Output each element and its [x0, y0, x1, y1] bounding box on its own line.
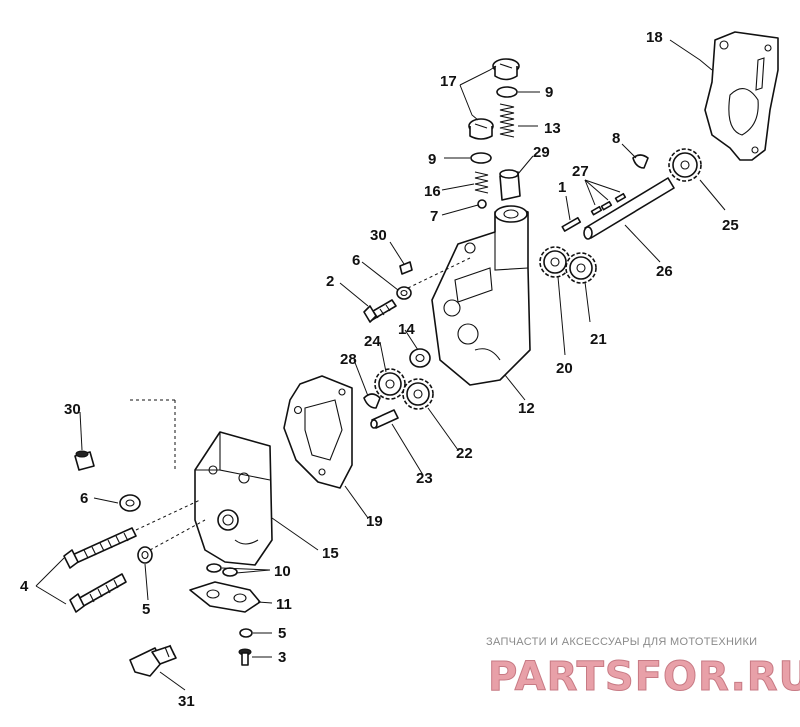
callout-4: 4	[20, 578, 29, 595]
part-orings-10	[206, 563, 238, 577]
callout-28: 28	[340, 351, 357, 368]
part-pins-27	[590, 192, 627, 216]
part-gear-25	[668, 148, 702, 182]
callout-27: 27	[572, 163, 589, 180]
callout-12: 12	[518, 400, 535, 417]
part-ball-7	[477, 199, 487, 209]
callout-5-small: 5	[278, 625, 286, 642]
callout-11: 11	[276, 596, 292, 613]
part-bolt-4-lower	[69, 573, 127, 613]
watermark-logo: PARTSFOR.RU	[488, 654, 800, 700]
part-washer-5-lower	[137, 546, 153, 564]
part-washer-6-upper	[396, 286, 412, 300]
part-gear-21	[565, 252, 597, 284]
part-elbow-fitting-31	[129, 644, 177, 677]
callout-30-upper: 30	[370, 227, 387, 244]
part-key-28	[363, 393, 381, 409]
callout-9-lower: 9	[428, 151, 436, 168]
callout-2: 2	[326, 273, 334, 290]
callout-23: 23	[416, 470, 433, 487]
part-pin-1	[561, 216, 582, 232]
callout-20: 20	[556, 360, 573, 377]
callout-6-lower: 6	[80, 490, 88, 507]
part-oring-9-lower	[470, 152, 492, 164]
watermark: ЗАПЧАСТИ И АКСЕССУАРЫ ДЛЯ МОТОТЕХНИКИ PA…	[486, 636, 800, 701]
part-gear-22	[402, 378, 434, 410]
callout-3: 3	[278, 649, 286, 666]
leader-lines	[35, 39, 726, 691]
callout-1: 1	[558, 179, 566, 196]
part-flange-11	[189, 581, 261, 613]
callout-19: 19	[366, 513, 383, 530]
part-key-8	[632, 154, 649, 169]
callout-17: 17	[440, 73, 457, 90]
callout-labels: 1 2 3 4 5 5 6 6 7 8 9 9 10 11 12 13 14 1…	[20, 29, 739, 710]
callout-30-lower: 30	[64, 401, 81, 418]
part-gear-20	[539, 246, 571, 278]
callout-22: 22	[456, 445, 473, 462]
callout-10: 10	[274, 563, 291, 580]
part-pin-23	[370, 409, 399, 429]
part-washer-5-small	[239, 628, 253, 638]
callout-25: 25	[722, 217, 739, 234]
part-washer-14	[409, 348, 431, 368]
part-shaft-26	[583, 177, 675, 240]
callout-16: 16	[424, 183, 441, 200]
part-plug-17-lower	[468, 118, 494, 140]
part-bolt-4-upper	[63, 527, 137, 569]
callout-13: 13	[544, 120, 561, 137]
part-screw-2	[363, 299, 397, 323]
part-spring-16	[474, 171, 489, 194]
part-gasket-18	[704, 31, 779, 161]
callout-5-lower: 5	[142, 601, 150, 618]
callout-15: 15	[322, 545, 339, 562]
callout-18: 18	[646, 29, 663, 46]
part-gasket-19	[283, 375, 353, 489]
part-oring-9-top	[496, 86, 518, 98]
part-gear-24	[374, 368, 406, 400]
callout-7: 7	[430, 208, 438, 225]
part-cover-15	[194, 431, 273, 566]
callout-24: 24	[364, 333, 381, 350]
part-pump-body-12	[431, 205, 531, 386]
watermark-tagline: ЗАПЧАСТИ И АКСЕССУАРЫ ДЛЯ МОТОТЕХНИКИ	[486, 636, 757, 648]
part-plug-17-top	[492, 58, 520, 81]
part-sleeve-29	[499, 169, 521, 201]
callout-9-top: 9	[545, 84, 553, 101]
part-setscrew-30-lower	[74, 450, 95, 471]
part-washer-6-lower	[119, 494, 141, 512]
callout-21: 21	[590, 331, 607, 348]
callout-26: 26	[656, 263, 673, 280]
part-setscrew-30-upper	[399, 261, 413, 275]
callout-6-upper: 6	[352, 252, 360, 269]
part-screw-3	[238, 648, 252, 666]
callout-14: 14	[398, 321, 415, 338]
part-spring-13	[499, 103, 515, 138]
callout-8: 8	[612, 130, 620, 147]
callout-29: 29	[533, 144, 550, 161]
callout-31: 31	[178, 693, 195, 710]
